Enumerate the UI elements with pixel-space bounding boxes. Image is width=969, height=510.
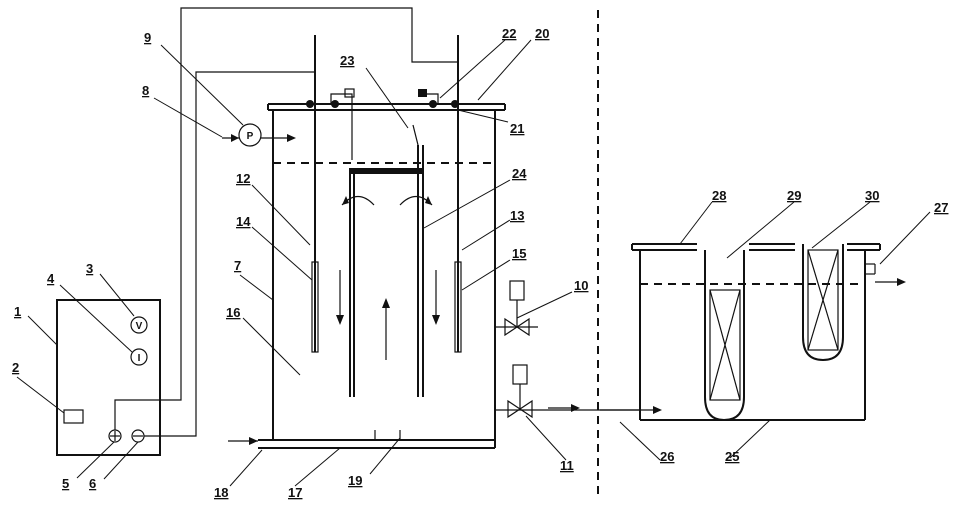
callout-12: 12	[236, 171, 250, 186]
callout-9: 9	[144, 30, 151, 45]
flow-arrows	[336, 195, 440, 360]
callout-28: 28	[712, 188, 726, 203]
membrane-module-30	[802, 244, 844, 362]
valve-11	[494, 364, 662, 419]
svg-text:V: V	[136, 321, 143, 332]
callout-27: 27	[934, 200, 948, 215]
callout-6: 6	[89, 476, 96, 491]
reactor-vessel	[258, 103, 506, 449]
callout-2: 2	[12, 360, 19, 375]
callout-14: 14	[236, 214, 251, 229]
voltmeter-icon	[130, 316, 148, 334]
svg-text:P: P	[247, 131, 254, 142]
callout-19: 19	[348, 473, 362, 488]
callout-24: 24	[512, 166, 527, 181]
pump: P	[222, 123, 296, 147]
callout-11: 11	[560, 458, 574, 473]
valve-10	[495, 280, 538, 337]
callout-1: 1	[14, 304, 21, 319]
callout-21: 21	[510, 121, 524, 136]
callout-15: 15	[512, 246, 526, 261]
callout-7: 7	[234, 258, 241, 273]
bottom-inlet	[228, 430, 401, 445]
leader-lines	[16, 39, 931, 487]
callout-18: 18	[214, 485, 228, 500]
callout-labels: 1 2 3 4 5 6 7 8 9 10 11 12 13 14 15 16 1…	[12, 26, 948, 500]
callout-20: 20	[535, 26, 549, 41]
electrode-plate-right	[454, 261, 462, 353]
callout-5: 5	[62, 476, 69, 491]
ammeter-icon	[130, 348, 148, 366]
lid-fittings	[306, 88, 459, 160]
membrane-module-29	[704, 250, 745, 422]
callout-29: 29	[787, 188, 801, 203]
callout-16: 16	[226, 305, 240, 320]
tank-outlet	[865, 263, 906, 286]
callout-25: 25	[725, 449, 739, 464]
callout-17: 17	[288, 485, 302, 500]
power-supply: V I	[56, 299, 161, 456]
draft-tube	[349, 124, 424, 397]
power-leads	[114, 7, 459, 437]
callout-4: 4	[47, 271, 55, 286]
callout-30: 30	[865, 188, 879, 203]
callout-3: 3	[86, 261, 93, 276]
electrode-plate-left	[311, 261, 319, 353]
callout-26: 26	[660, 449, 674, 464]
callout-13: 13	[510, 208, 524, 223]
svg-text:I: I	[138, 353, 141, 364]
callout-10: 10	[574, 278, 588, 293]
power-switch	[63, 409, 84, 424]
callout-8: 8	[142, 83, 149, 98]
callout-22: 22	[502, 26, 516, 41]
callout-23: 23	[340, 53, 354, 68]
